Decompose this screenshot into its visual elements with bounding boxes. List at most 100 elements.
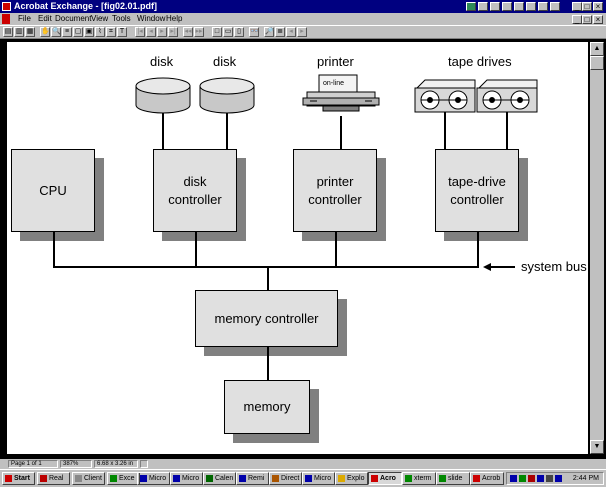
tray-app-icon[interactable] (546, 475, 553, 482)
first-page-icon[interactable]: |◂ (135, 27, 145, 37)
text-touchup-icon[interactable]: T (117, 27, 127, 37)
prev-hit-icon[interactable]: ◂ (286, 27, 296, 37)
task-direct[interactable]: Direct (269, 472, 302, 485)
pdf-page[interactable]: disk disk printer tape drives (7, 42, 588, 454)
bookmarks-icon[interactable]: ▥ (14, 27, 24, 37)
printer-controller-label-1: printer (316, 173, 354, 189)
disk-2-icon (199, 77, 255, 114)
disk-controller-bus-connector (195, 232, 197, 267)
task-excel[interactable]: Exce (107, 472, 140, 485)
acrobat-icon (473, 475, 480, 482)
menu-view[interactable]: View (91, 14, 109, 23)
toolbar-icon[interactable] (502, 2, 512, 11)
hand-tool-icon[interactable]: ✋ (40, 27, 50, 37)
printer-controller-box: printer controller (293, 149, 377, 232)
document-icon[interactable] (2, 14, 10, 24)
scroll-thumb[interactable] (590, 56, 604, 70)
select-text-icon[interactable]: ≡ (62, 27, 72, 37)
close-button[interactable]: × (593, 2, 603, 11)
menu-document[interactable]: Document (55, 14, 92, 23)
tray-volume-icon[interactable] (519, 475, 526, 482)
clock[interactable]: 2:44 PM (572, 475, 599, 482)
minimize-button[interactable]: _ (572, 2, 582, 11)
printer-connector (340, 116, 342, 150)
vertical-scrollbar[interactable]: ▲ ▼ (590, 42, 604, 454)
menu-file[interactable]: File (18, 14, 31, 23)
next-hit-icon[interactable]: ▸ (297, 27, 307, 37)
task-acrobat[interactable]: Acrob (470, 472, 504, 485)
page-indicator[interactable]: Page 1 of 1 (8, 460, 58, 468)
toolbar-icon[interactable] (490, 2, 500, 11)
task-real[interactable]: Real (37, 472, 70, 485)
find-icon[interactable]: 👓 (249, 27, 259, 37)
search-results-icon[interactable]: ≣ (275, 27, 285, 37)
doc-close-button[interactable]: × (593, 15, 603, 24)
fit-page-icon[interactable]: ▭ (223, 27, 233, 37)
task-micro-3[interactable]: Micro (302, 472, 335, 485)
toolbar-icon[interactable] (478, 2, 488, 11)
task-explorer[interactable]: Explo (335, 472, 368, 485)
page-only-icon[interactable]: ▤ (3, 27, 13, 37)
microsoft-icon (305, 475, 312, 482)
tape-drive-1-icon (414, 79, 476, 113)
menu-edit[interactable]: Edit (38, 14, 52, 23)
thumbnails-icon[interactable]: ▦ (25, 27, 35, 37)
task-calendar[interactable]: Calen (203, 472, 236, 485)
menu-bar: File Edit Document View Tools Window Hel… (0, 13, 606, 25)
disk-controller-box: disk controller (153, 149, 237, 232)
maximize-button[interactable]: □ (582, 2, 592, 11)
xterm-icon (405, 475, 412, 482)
tray-network-icon[interactable] (510, 475, 517, 482)
search-icon[interactable]: 🔎 (264, 27, 274, 37)
memory-box: memory (224, 380, 310, 434)
toolbar-icon[interactable] (466, 2, 476, 11)
task-client[interactable]: Client (72, 472, 105, 485)
select-graphics-icon[interactable]: ▢ (73, 27, 83, 37)
scroll-down-button[interactable]: ▼ (590, 440, 604, 454)
tray-app-icon[interactable] (555, 475, 562, 482)
tray-app-icon[interactable] (528, 475, 535, 482)
tape-1-connector (444, 112, 446, 150)
prev-page-icon[interactable]: ◂ (146, 27, 156, 37)
hscroll-left-button[interactable] (140, 460, 148, 468)
go-back-icon[interactable]: ◂◂ (183, 27, 193, 37)
start-button[interactable]: Start (2, 472, 35, 485)
zoom-indicator[interactable]: 387% (60, 460, 92, 468)
task-slide[interactable]: slide (436, 472, 470, 485)
doc-restore-button[interactable]: □ (582, 15, 592, 24)
toolbar-icon[interactable] (514, 2, 524, 11)
link-tool-icon[interactable]: ⌇ (95, 27, 105, 37)
task-micro-1[interactable]: Micro (137, 472, 170, 485)
menu-help[interactable]: Help (166, 14, 183, 23)
page-indicator-text: Page 1 of 1 (11, 461, 42, 467)
task-xterm[interactable]: xterm (402, 472, 436, 485)
fit-width-icon[interactable]: ▯ (234, 27, 244, 37)
actual-size-icon[interactable]: □ (212, 27, 222, 37)
status-bar: Page 1 of 1 387% 6.68 x 3.26 in (0, 459, 606, 469)
zoom-tool-icon[interactable]: 🔍 (51, 27, 61, 37)
scroll-up-button[interactable]: ▲ (590, 42, 604, 56)
last-page-icon[interactable]: ▸| (168, 27, 178, 37)
task-acrobat-active[interactable]: Acro (368, 472, 402, 485)
acrobat-icon (371, 475, 378, 482)
crop-tool-icon[interactable]: ⌗ (106, 27, 116, 37)
note-tool-icon[interactable]: ▣ (84, 27, 94, 37)
acrobat-app-icon[interactable] (2, 2, 11, 11)
toolbar-icon[interactable] (550, 2, 560, 11)
printer-controller-bus-connector (335, 232, 337, 267)
toolbar-icon[interactable] (538, 2, 548, 11)
task-reminder[interactable]: Remi (236, 472, 269, 485)
go-forward-icon[interactable]: ▸▸ (194, 27, 204, 37)
menu-window[interactable]: Window (137, 14, 166, 23)
doc-minimize-button[interactable]: _ (572, 15, 582, 24)
task-micro-2[interactable]: Micro (170, 472, 203, 485)
toolbar-icon[interactable] (526, 2, 536, 11)
tray-app-icon[interactable] (537, 475, 544, 482)
cpu-box: CPU (11, 149, 95, 232)
start-label: Start (14, 475, 30, 482)
menu-tools[interactable]: Tools (112, 14, 131, 23)
next-page-icon[interactable]: ▸ (157, 27, 167, 37)
realplayer-icon (40, 475, 47, 482)
tape-controller-label-1: tape-drive (448, 173, 506, 189)
tape-controller-bus-connector (477, 232, 479, 267)
